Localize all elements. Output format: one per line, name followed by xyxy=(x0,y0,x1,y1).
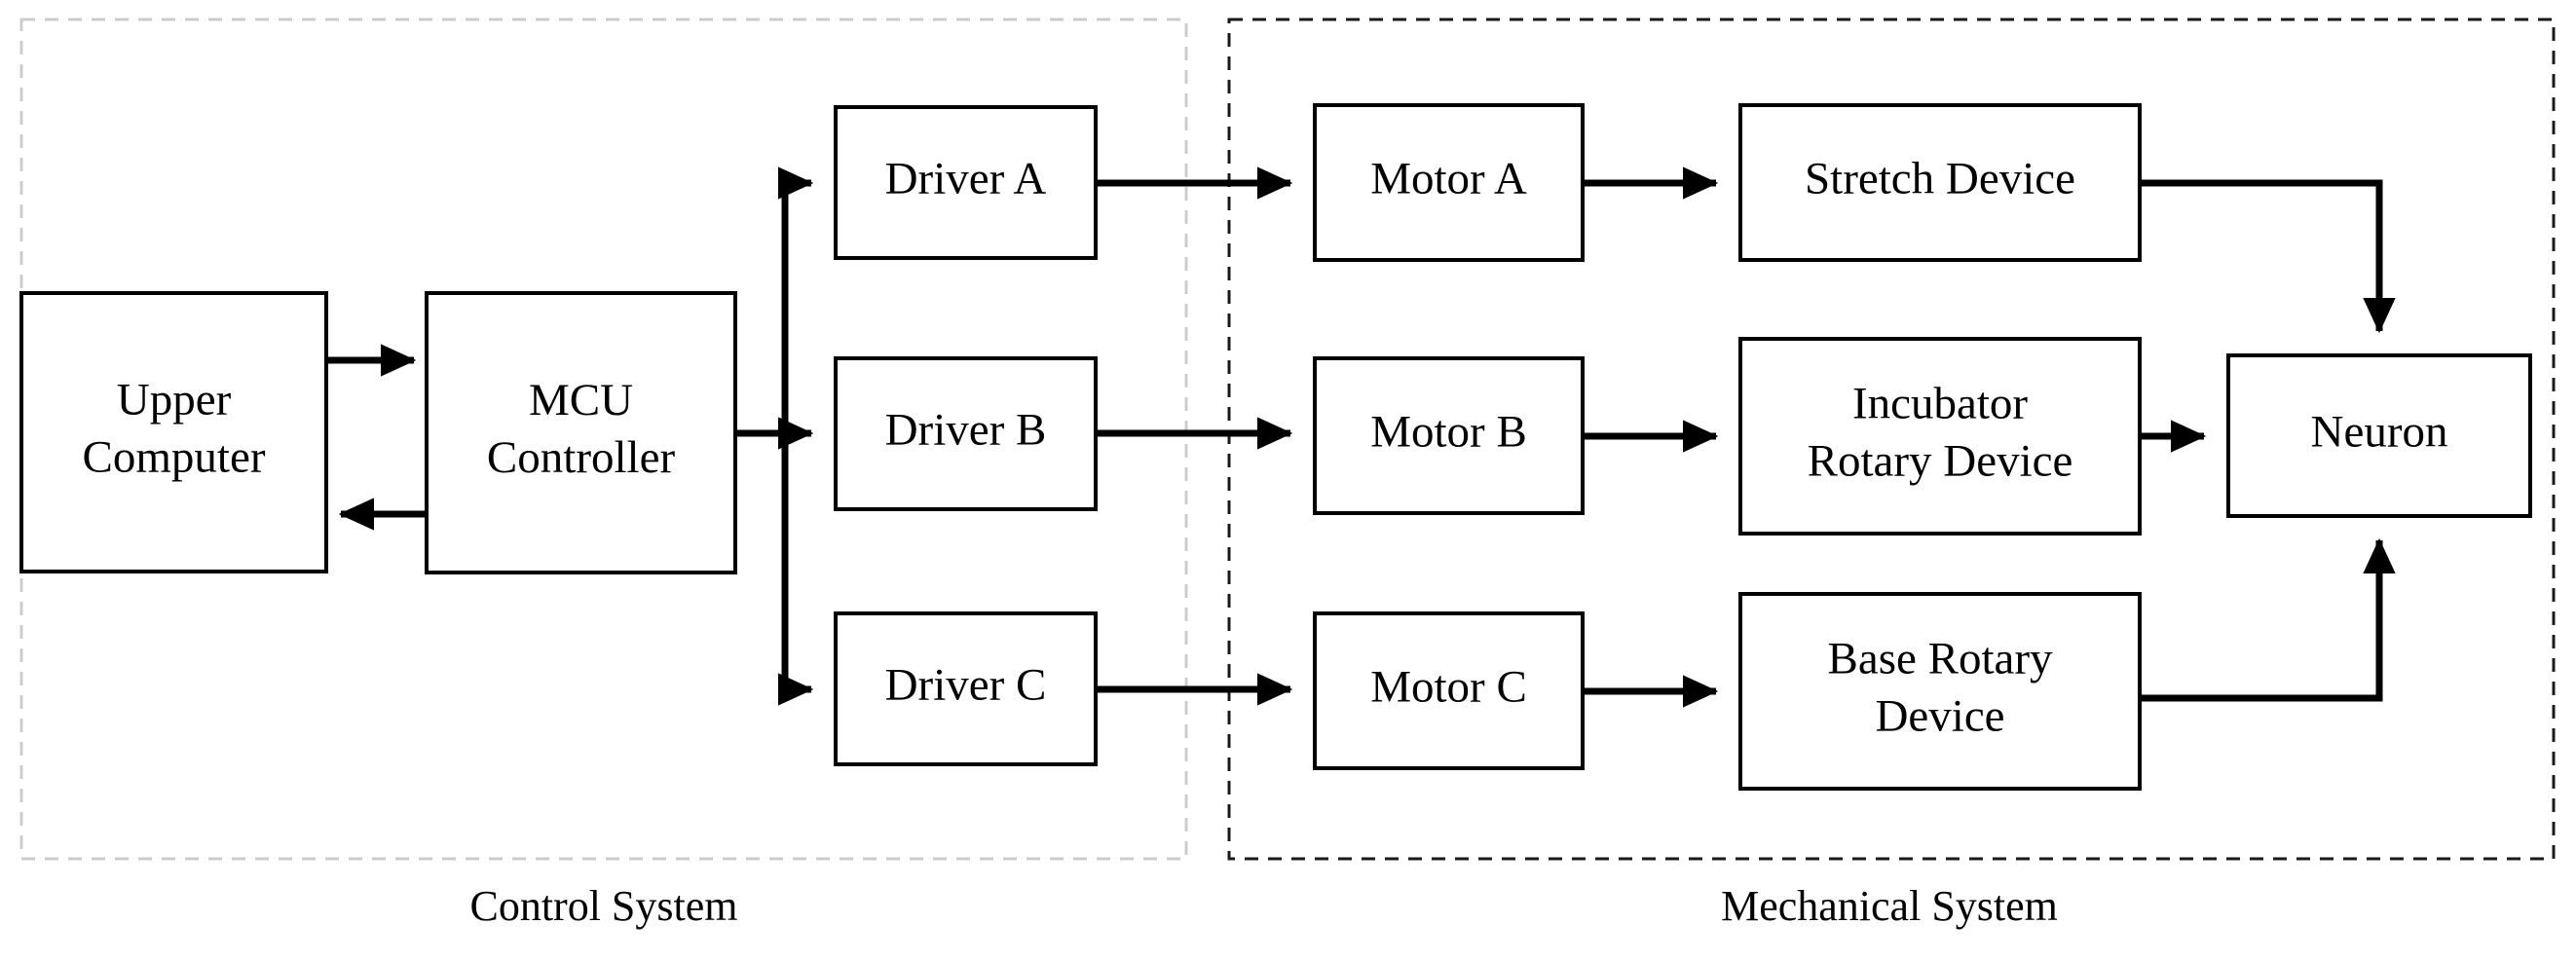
block-motor-c[interactable]: Motor C xyxy=(1313,611,1585,770)
block-label-driver-a: Driver A xyxy=(885,153,1047,203)
block-driver-b[interactable]: Driver B xyxy=(834,356,1098,511)
block-label-motor-a: Motor A xyxy=(1370,153,1527,203)
block-label-mcu-controller: Controller xyxy=(487,432,676,483)
block-label-base-rotary-device: Base Rotary xyxy=(1827,633,2053,684)
block-outline-upper-computer xyxy=(19,291,328,573)
block-outline-incubator-rotary-device xyxy=(1738,337,2142,536)
block-label-motor-b: Motor B xyxy=(1370,406,1527,457)
connector-stretch-to-neuron xyxy=(2140,179,2396,334)
group-boundary-mechanical-system xyxy=(1227,18,2556,861)
block-outline-mcu-controller xyxy=(425,291,737,574)
block-motor-a[interactable]: Motor A xyxy=(1313,103,1585,262)
block-label-incubator-rotary-device: Incubator xyxy=(1852,378,2028,428)
block-label-base-rotary-device: Device xyxy=(1875,690,2004,741)
group-label-control-system: Control System xyxy=(469,882,737,930)
block-outline-driver-b xyxy=(834,356,1098,511)
group-label-mechanical-system: Mechanical System xyxy=(1721,882,2058,930)
block-outline-stretch-device xyxy=(1738,103,2142,262)
connection-lines xyxy=(326,166,2396,708)
block-driver-c[interactable]: Driver C xyxy=(834,611,1098,766)
block-label-driver-b: Driver B xyxy=(885,404,1047,455)
block-driver-a[interactable]: Driver A xyxy=(834,105,1098,260)
block-label-neuron: Neuron xyxy=(2311,406,2448,457)
group-captions: Control System Mechanical System xyxy=(469,882,2057,930)
block-outline-neuron xyxy=(2226,353,2532,518)
block-mcu-controller[interactable]: MCU Controller xyxy=(425,291,737,574)
block-stretch-device[interactable]: Stretch Device xyxy=(1738,103,2142,262)
block-outline-driver-c xyxy=(834,611,1098,766)
block-label-incubator-rotary-device: Rotary Device xyxy=(1808,435,2073,486)
block-label-driver-c: Driver C xyxy=(885,659,1047,710)
block-outline-driver-a xyxy=(834,105,1098,260)
block-outline-motor-b xyxy=(1313,356,1585,515)
block-outline-motor-a xyxy=(1313,103,1585,262)
block-outline-motor-c xyxy=(1313,611,1585,770)
connector-base-to-neuron xyxy=(2140,537,2396,702)
block-label-upper-computer: Computer xyxy=(83,431,266,482)
block-label-stretch-device: Stretch Device xyxy=(1805,153,2075,203)
block-neuron[interactable]: Neuron xyxy=(2226,353,2532,518)
block-motor-b[interactable]: Motor B xyxy=(1313,356,1585,515)
block-label-motor-c: Motor C xyxy=(1370,661,1527,712)
block-label-upper-computer: Upper xyxy=(117,374,232,425)
block-outline-base-rotary-device xyxy=(1738,592,2142,791)
block-label-mcu-controller: MCU xyxy=(529,375,633,425)
